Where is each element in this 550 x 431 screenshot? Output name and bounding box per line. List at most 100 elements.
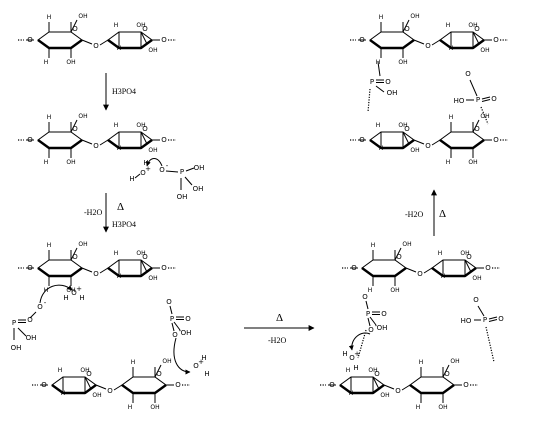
oh-label: OH <box>136 22 145 29</box>
hbond-dotted <box>357 329 367 359</box>
p-o-bond <box>29 311 37 319</box>
p-oh-bond <box>369 316 377 326</box>
glycosidic-bond <box>81 139 93 145</box>
oh-label: OH <box>398 59 407 66</box>
glycosidic-bond <box>81 267 93 273</box>
ring-oxygen-label: O <box>404 125 410 133</box>
ch2-bond <box>402 19 410 33</box>
curly-arrow-2 <box>173 337 191 375</box>
attacking-o: O <box>159 166 165 174</box>
phosphorus-label: P <box>476 96 480 104</box>
h-label: H <box>201 354 206 362</box>
glycosidic-o: O <box>107 387 113 395</box>
ch2oh-label: OH <box>78 241 87 248</box>
phosphorus-label: P <box>366 310 370 318</box>
reagent-h3po4-1: H3PO4 <box>112 87 136 96</box>
p-o-ester-bond <box>365 300 369 310</box>
glycosidic-bond-2 <box>99 267 109 274</box>
glycosidic-o: O <box>93 42 99 50</box>
chain-o-left: O <box>359 36 365 44</box>
charge-minus: - <box>44 299 47 307</box>
down-o-label: O <box>368 326 374 334</box>
h-label: H <box>47 114 52 121</box>
chain-o-left: O <box>27 136 33 144</box>
oh-label: OH <box>11 344 22 352</box>
p-oh-bond-2 <box>184 176 193 186</box>
ch2oh-label: OH <box>162 358 171 365</box>
ring-oxygen-label: O <box>142 25 148 33</box>
chain-o-right: O <box>161 264 167 272</box>
ring-oxygen-label: O <box>466 253 472 261</box>
ester-link-dotted-2 <box>480 106 489 125</box>
ester-o-label: O <box>166 298 172 306</box>
oh-label: OH <box>136 250 145 257</box>
p-oh-bond <box>375 85 385 93</box>
glycosidic-bond-2 <box>431 39 441 46</box>
glycosidic-bond <box>95 384 107 390</box>
oh-label: OH <box>194 164 205 172</box>
ch2-bond <box>140 31 148 45</box>
ring-oxygen-label: O <box>374 370 380 378</box>
p-oh-bond <box>185 167 195 172</box>
oh-label: OH <box>398 122 407 129</box>
chain-o-right: O <box>493 36 499 44</box>
down-o-label: O <box>172 331 178 339</box>
oh-label: OH <box>468 159 477 166</box>
glycosidic-bond-2 <box>431 139 441 146</box>
h-label: H <box>47 14 52 21</box>
ch2-bond <box>70 119 78 133</box>
h-label: H <box>114 122 119 129</box>
chain-o-left: O <box>27 36 33 44</box>
glycosidic-o: O <box>425 42 431 50</box>
h-label: H <box>44 159 49 166</box>
ho-label: HO <box>454 97 465 105</box>
ch2oh-label: OH <box>380 392 389 399</box>
oxo-label: O <box>491 95 497 103</box>
oh-label: OH <box>390 287 399 294</box>
glycosidic-o: O <box>93 270 99 278</box>
p-o-ester-bond <box>169 305 173 315</box>
phosphorus-label: P <box>12 319 16 327</box>
h-label: H <box>379 14 384 21</box>
h-label: H <box>376 122 381 129</box>
ho-label: HO <box>461 317 472 325</box>
oh-label: OH <box>193 185 204 193</box>
chain-o-left: O <box>351 264 357 272</box>
glycosidic-bond-2 <box>99 39 109 46</box>
glycosidic-bond <box>383 384 395 390</box>
oh-label: OH <box>66 59 75 66</box>
charge-minus: - <box>375 322 378 330</box>
oh-label: OH <box>150 404 159 411</box>
ester-o: O <box>465 70 471 78</box>
chain-o-right: O <box>161 36 167 44</box>
ring-oxygen-label: O <box>404 25 410 33</box>
oxonium-o: O <box>71 289 77 297</box>
charge-minus: - <box>179 327 182 335</box>
phosphorus-label: P <box>180 168 184 176</box>
ch2-bond <box>472 119 480 133</box>
ester-bond <box>377 61 381 77</box>
h-label: H <box>117 45 122 52</box>
chain-o-left: O <box>359 136 365 144</box>
glycosidic-bond <box>405 267 417 273</box>
chain-o-left: O <box>41 381 47 389</box>
ch2oh-label: OH <box>472 275 481 282</box>
charge-plus: + <box>145 165 151 173</box>
ring-front-edge <box>121 384 167 395</box>
oxo-label: O <box>381 310 387 318</box>
glycosidic-bond-2 <box>401 384 411 391</box>
h-label: H <box>47 242 52 249</box>
h-label: H <box>446 159 451 166</box>
h-label: H <box>117 273 122 280</box>
